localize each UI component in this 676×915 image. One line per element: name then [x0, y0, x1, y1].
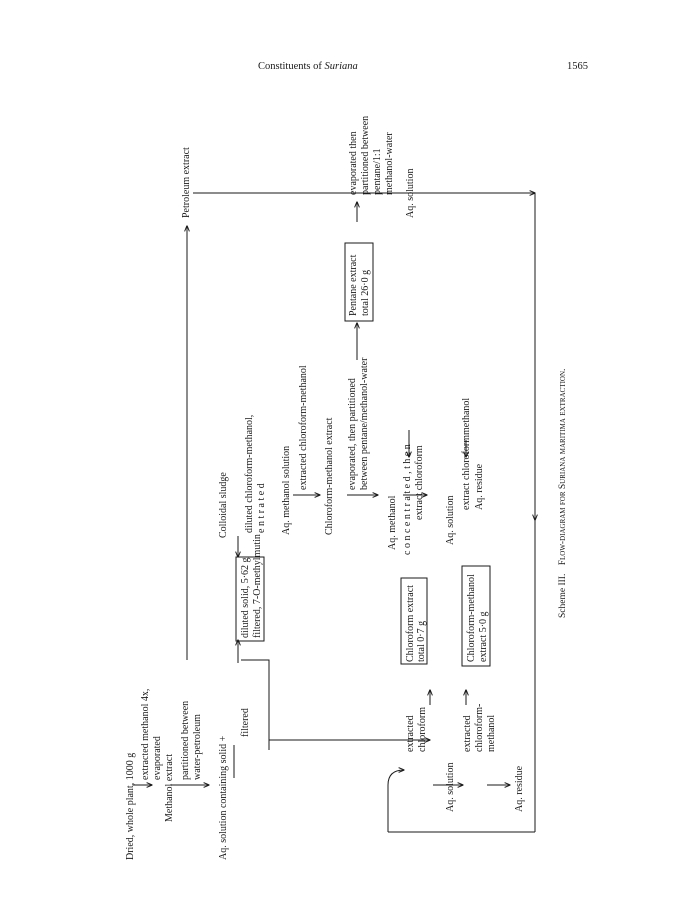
evap-partition-label: evaporated, then partitioned	[347, 378, 358, 490]
extracted-cm-label: extracted chloroform-methanol	[298, 365, 309, 490]
chloroform-methanol-box	[461, 565, 491, 667]
concentrated-label: e n t r a t e d	[256, 483, 267, 533]
step1-label: extracted methanol 4x,	[140, 689, 151, 780]
flow-line	[241, 659, 270, 745]
cm-box-label: Chloroform-methanol	[466, 574, 477, 662]
diluted-solid-label: diluted solid, 5·62 g	[240, 557, 251, 638]
chloroform-total-label: total 0·7 g	[416, 621, 427, 662]
start-label: Dried, whole plant, 1000 g	[125, 753, 136, 860]
diluted-filtered-label: filtered, 7-O-methylmutin	[252, 534, 263, 638]
methanol-extract-label: Methanol extract	[164, 754, 175, 822]
aq-solution-solid-label: Aq. solution containing solid +	[218, 735, 229, 860]
step1-label: evaporated	[152, 736, 163, 780]
pentane-note-label: pentane/1:1	[372, 148, 383, 195]
filtered-label: filtered	[240, 708, 251, 737]
aq-solution-right-label: Aq. solution	[405, 169, 416, 218]
pentane-extract-box	[344, 242, 374, 322]
caption-text: Flow-diagram for Suriana maritima extrac…	[558, 369, 568, 566]
extracted-cmm-label: chloroform-	[474, 704, 485, 752]
aq-residue-left-label: Aq. residue	[514, 765, 525, 812]
colloidal-sludge-label: Colloidal sludge	[218, 472, 229, 538]
pentane-extract-label: Pentane extract	[348, 254, 359, 316]
cm-extract-label: Chloroform-methanol extract	[324, 417, 335, 535]
chloroform-extract-label: Chloroform extract	[405, 585, 416, 662]
page-number: 1565	[567, 61, 588, 72]
scheme-caption: Scheme III. Flow-diagram for Suriana mar…	[558, 369, 568, 618]
step2-label: water-petroleum	[192, 714, 203, 780]
aq-residue-mid-label: Aq. residue	[474, 463, 485, 510]
extract-label: extract	[461, 483, 472, 510]
cm-box-amount-label: extract 5·0 g	[478, 611, 489, 662]
running-title-prefix: Constituents of	[258, 61, 322, 72]
aq-methanol-solution-label: Aq. methanol solution	[281, 446, 292, 535]
pentane-total-label: total 26·0 g	[360, 270, 371, 316]
evap-partition-label: between pentane/methanol-water	[359, 357, 370, 490]
pentane-note-label: partitioned between	[360, 116, 371, 195]
concentrated-then-label: c o n c e n t r a t e d , t h e n	[402, 444, 413, 555]
diagram-labels: Dried, whole plant, 1000 g extracted met…	[125, 116, 525, 860]
extracted-cmm-label: extracted	[462, 715, 473, 752]
chloroform-extract-box	[400, 577, 428, 665]
flow-arrow	[387, 770, 404, 786]
step2-label: partitioned between	[180, 701, 191, 780]
aq-methanol-label: Aq. methanol	[387, 495, 398, 550]
extracted-chloroform-label: extracted	[405, 715, 416, 752]
aq-solution-left-label: Aq. solution	[445, 763, 456, 812]
pentane-note-label: methanol-water	[384, 132, 395, 195]
running-title-genus: Suriana	[324, 61, 358, 72]
petroleum-extract-label: Petroleum extract	[181, 147, 192, 218]
diluted-note-label: diluted chloroform-methanol,	[244, 415, 255, 533]
running-title: Constituents of Suriana	[258, 61, 358, 72]
extracted-cmm-label: methanol	[486, 715, 497, 752]
pentane-note-label: evaporated then	[348, 131, 359, 195]
chloroform-methanol-label: chloroformmethanol	[461, 398, 472, 480]
extracted-chloroform-label: chloroform	[417, 707, 428, 752]
aq-solution-mid-label: Aq. solution	[445, 496, 456, 545]
svg-text:Scheme III. Flow-diagram: Scheme III. Flow-diagram for Suriana mar…	[558, 369, 568, 618]
scheme-label: Scheme III.	[558, 574, 568, 618]
diluted-solid-box	[235, 556, 265, 642]
extract-chloroform-label: extract chloroform	[414, 445, 425, 520]
